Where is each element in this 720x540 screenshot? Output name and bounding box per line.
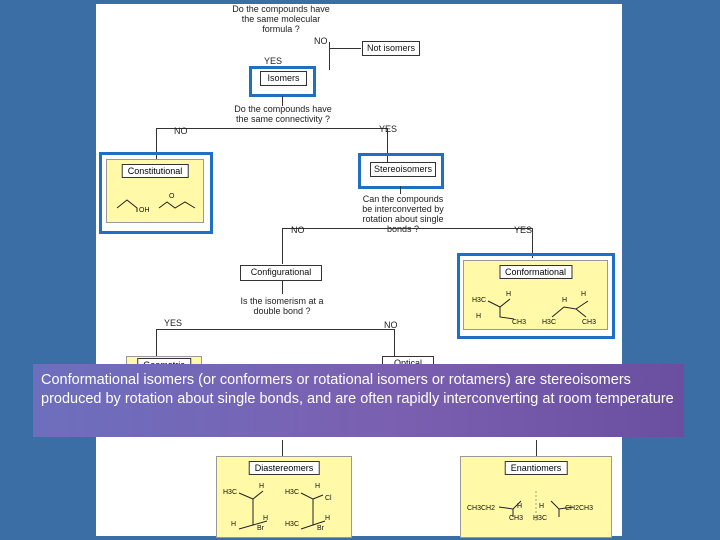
conformational-panel: Conformational H3C H H CH3 H3C H H CH3 (463, 260, 608, 330)
connector (282, 280, 283, 294)
banner-text: ) are stereoisomers produced by rotation… (41, 372, 674, 407)
molecule-ch2ch3: CH2CH3 (565, 505, 594, 512)
molecule-h: H (517, 503, 523, 510)
question-molecular-formula: Do the compounds have the same molecular… (232, 4, 330, 34)
molecule-o: O (169, 193, 175, 200)
isomers-highlight (249, 66, 316, 97)
connector (156, 128, 157, 160)
molecule-ch3ch2: CH3CH2 (467, 505, 496, 512)
molecule-h: H (562, 297, 568, 304)
connector (387, 128, 388, 162)
label-no: NO (174, 126, 188, 136)
molecule-h3c: H3C (223, 489, 238, 496)
molecule-h: H (325, 515, 331, 522)
question-connectivity: Do the compounds have the same connectiv… (234, 104, 332, 124)
banner-text: isomers (or (139, 372, 220, 388)
molecule-h: H (231, 521, 237, 528)
label-no: NO (384, 320, 398, 330)
molecule-h3c: H3C (285, 489, 300, 496)
enantiomer-molecules (498, 491, 574, 523)
molecule-h: H (263, 515, 269, 522)
connector (329, 42, 330, 70)
term-conformers: conformers (219, 372, 293, 388)
diastereomer-molecules (238, 490, 326, 530)
connector (156, 329, 394, 330)
connector (394, 329, 395, 357)
label-no: NO (291, 225, 305, 235)
diastereomers-panel: Diastereomers H3C H H3C H Cl H H Br H3C … (216, 456, 352, 538)
connector (536, 440, 537, 456)
molecule-h3c: H3C (285, 521, 300, 528)
stereoisomers-highlight (358, 153, 444, 189)
conformational-molecules (487, 298, 589, 320)
molecule-h: H (476, 313, 482, 320)
term-conformational: Conformational (41, 372, 140, 388)
connector (282, 228, 532, 229)
molecule-h3c: H3C (472, 297, 487, 304)
label-yes: YES (164, 318, 183, 328)
connector (156, 329, 157, 357)
molecule-h: H (539, 503, 545, 510)
molecule-cl: Cl (325, 495, 332, 502)
flowchart-sheet: Do the compounds have the same molecular… (96, 4, 622, 538)
connector (532, 228, 533, 258)
enantiomers-panel: Enantiomers CH3CH2 H CH3 H H3C CH2CH3 (460, 456, 612, 538)
term-rotamers: rotamers (448, 372, 506, 388)
configurational-box: Configurational (240, 265, 322, 281)
connector (282, 228, 283, 264)
constitutional-highlight (99, 152, 213, 234)
question-rotation: Can the compounds be interconverted by r… (362, 194, 444, 234)
molecule-h: H (259, 483, 265, 490)
molecule-ch3: CH3 (509, 515, 524, 522)
definition-banner: Conformational isomers (or conformers or… (33, 364, 684, 437)
molecule-h: H (581, 291, 587, 298)
connector (282, 96, 283, 106)
connector (156, 128, 388, 129)
connector (282, 440, 283, 456)
connector (400, 186, 401, 194)
constitutional-panel: Constitutional OH O (106, 159, 204, 223)
molecule-h: H (506, 291, 512, 298)
label-yes: YES (514, 225, 533, 235)
molecule-h: H (315, 483, 321, 490)
label-no: NO (314, 36, 328, 46)
isomers-box: Isomers (260, 71, 307, 86)
question-double-bond: Is the isomerism at a double bond ? (240, 296, 324, 316)
conformational-label: Conformational (498, 265, 573, 279)
label-yes: YES (379, 124, 398, 134)
constitutional-label: Constitutional (121, 164, 189, 178)
banner-text: or (292, 372, 314, 388)
molecule-br: Br (317, 525, 324, 532)
stereoisomers-box: Stereoisomers (370, 162, 436, 177)
molecule-ch3: CH3 (582, 319, 597, 326)
molecule-h3c: H3C (542, 319, 557, 326)
molecule-ch3: CH3 (512, 319, 527, 326)
term-rotational-isomers: rotational isomers (313, 372, 428, 388)
not-isomers-box: Not isomers (362, 41, 420, 56)
banner-text: or (427, 372, 449, 388)
enantiomers-label: Enantiomers (504, 461, 568, 475)
molecule-h3c: H3C (533, 515, 548, 522)
label-yes: YES (264, 56, 283, 66)
molecule-oh: OH (139, 207, 150, 214)
constitutional-molecules (116, 199, 196, 212)
diastereomers-label: Diastereomers (248, 461, 320, 475)
connector (329, 48, 361, 49)
molecule-br: Br (257, 525, 264, 532)
conformational-highlight (457, 253, 615, 339)
